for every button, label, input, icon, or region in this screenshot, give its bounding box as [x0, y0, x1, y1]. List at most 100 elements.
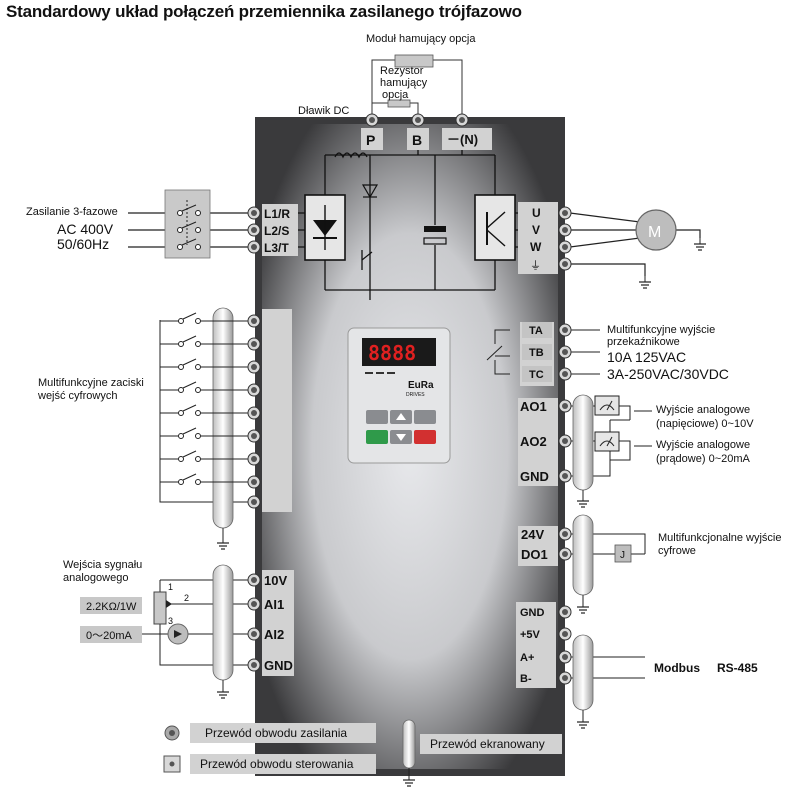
keypad-key-enter[interactable]: [414, 410, 436, 424]
term-di2-screw[interactable]: [247, 337, 261, 351]
supply-label-2: AC 400V: [57, 221, 114, 237]
term-ai-ai2-screw[interactable]: [247, 627, 261, 641]
pot-pin-1: 1: [168, 582, 173, 592]
current-source-value: 0～20mA: [86, 630, 133, 642]
comm-shield: [572, 634, 594, 711]
ao1-label-1: Wyjście analogowe: [656, 404, 750, 416]
term-ta: TA: [529, 325, 543, 337]
term-l2-screw[interactable]: [247, 223, 261, 237]
legend-shield-icon: [402, 719, 416, 769]
term-di1-screw[interactable]: [247, 314, 261, 328]
term-p-screw[interactable]: [365, 113, 379, 127]
term-w-screw[interactable]: [558, 240, 572, 254]
term-p: P: [366, 132, 375, 148]
pe-ground-icon: [638, 275, 652, 289]
term-comm-b-minus-screw[interactable]: [558, 671, 572, 685]
term-ao-ao1-screw[interactable]: [558, 399, 572, 413]
di-ground-icon: [216, 536, 230, 550]
term-di5-screw[interactable]: [247, 406, 261, 420]
term-n-screw[interactable]: [455, 113, 469, 127]
di-label-2: wejść cyfrowych: [37, 390, 117, 402]
term-ai-ai1-screw[interactable]: [247, 597, 261, 611]
ai-terminal-box: [262, 570, 294, 676]
term-di7-screw[interactable]: [247, 452, 261, 466]
di-label-1: Multifunkcyjne zaciski: [38, 377, 144, 389]
term-comm-gnd: GND: [520, 607, 545, 619]
term-l1: L1/R: [264, 207, 290, 221]
do-relay-coil: [614, 544, 632, 563]
term-do-24v-screw[interactable]: [558, 527, 572, 541]
pot-wiper-arrow-icon: [166, 600, 172, 608]
term-ai-gnd-screw[interactable]: [247, 658, 261, 672]
term-ai-ai2: AI2: [264, 627, 284, 642]
term-tb-screw[interactable]: [558, 345, 572, 359]
supply-label-3: 50/60Hz: [57, 236, 109, 252]
potentiometer[interactable]: [153, 591, 167, 625]
term-comm-a-plus-screw[interactable]: [558, 650, 572, 664]
pot-value: 2.2KΩ/1W: [86, 601, 137, 613]
term-u: U: [532, 206, 541, 220]
term-di8-screw[interactable]: [247, 475, 261, 489]
keypad-key-menu[interactable]: [366, 410, 388, 424]
term-comm-b-minus: B-: [520, 673, 532, 685]
resistor-label-1: Rezystor: [380, 65, 424, 77]
term-u-screw[interactable]: [558, 206, 572, 220]
do-label-1: Multifunkcjonalne wyjście: [658, 532, 782, 544]
resistor-label-2: hamujący: [380, 77, 428, 89]
dc-choke-label: Dławik DC: [298, 105, 349, 117]
pot-pin-2: 2: [184, 593, 189, 603]
ai-label-1: Wejścia sygnału: [63, 559, 142, 571]
dc-bus: [324, 128, 496, 300]
term-tb: TB: [529, 347, 544, 359]
ao2-label-2: (prądowe) 0~20mA: [656, 453, 751, 465]
brake-diode: [361, 184, 379, 199]
ao1-label-2: (napięciowe) 0~10V: [656, 418, 754, 430]
term-b-screw[interactable]: [411, 113, 425, 127]
motor-icon: [635, 209, 677, 251]
term-comm-gnd-screw[interactable]: [558, 605, 572, 619]
term-comm-a-plus: A+: [520, 652, 534, 664]
relay-label-1: Multifunkcyjne wyjście: [607, 324, 715, 336]
term-di3-screw[interactable]: [247, 360, 261, 374]
motor-label: M: [648, 224, 661, 241]
keypad-key-stop[interactable]: [414, 430, 436, 444]
term-ta-screw[interactable]: [558, 323, 572, 337]
do-relay-mark: J: [620, 550, 625, 561]
ao-terminal-box: [518, 398, 558, 486]
dc-terminals: [361, 128, 492, 150]
term-do-do1-screw[interactable]: [558, 547, 572, 561]
term-comm-plus5v-screw[interactable]: [558, 627, 572, 641]
up-arrow-icon: [396, 413, 406, 420]
term-l1-screw[interactable]: [247, 206, 261, 220]
term-n: －(N): [447, 132, 478, 147]
term-ai-gnd: GND: [264, 658, 293, 673]
ao-ground-icon: [576, 494, 590, 508]
term-tc-screw[interactable]: [558, 367, 572, 381]
do-terminal-box: [518, 526, 558, 566]
di-terminal-box: [262, 309, 292, 512]
term-cm-screw[interactable]: [247, 495, 261, 509]
igbt-block: [474, 194, 516, 261]
legend-shield-label: Przewód ekranowany: [430, 737, 545, 751]
do-ground-icon: [576, 600, 590, 614]
di-shield: [212, 307, 234, 529]
comm-terminal-box: [516, 602, 556, 688]
term-ao-ao2-screw[interactable]: [558, 434, 572, 448]
term-v-screw[interactable]: [558, 223, 572, 237]
term-pe-screw[interactable]: [558, 257, 572, 271]
term-l2: L2/S: [264, 224, 289, 238]
keypad-key-run[interactable]: [366, 430, 388, 444]
term-di6-screw[interactable]: [247, 429, 261, 443]
term-di4-screw[interactable]: [247, 383, 261, 397]
term-w: W: [530, 240, 542, 254]
term-comm-plus5v: +5V: [520, 629, 541, 641]
resistor-label-3: opcja: [382, 89, 409, 101]
term-ao-ao2: AO2: [520, 434, 547, 449]
rs485-label: RS-485: [717, 661, 758, 675]
keypad-brand: EuRa: [408, 380, 434, 391]
term-ai-10v-screw[interactable]: [247, 573, 261, 587]
term-l3-screw[interactable]: [247, 240, 261, 254]
term-ao-gnd-screw[interactable]: [558, 469, 572, 483]
output-terminal-box: [518, 202, 558, 274]
